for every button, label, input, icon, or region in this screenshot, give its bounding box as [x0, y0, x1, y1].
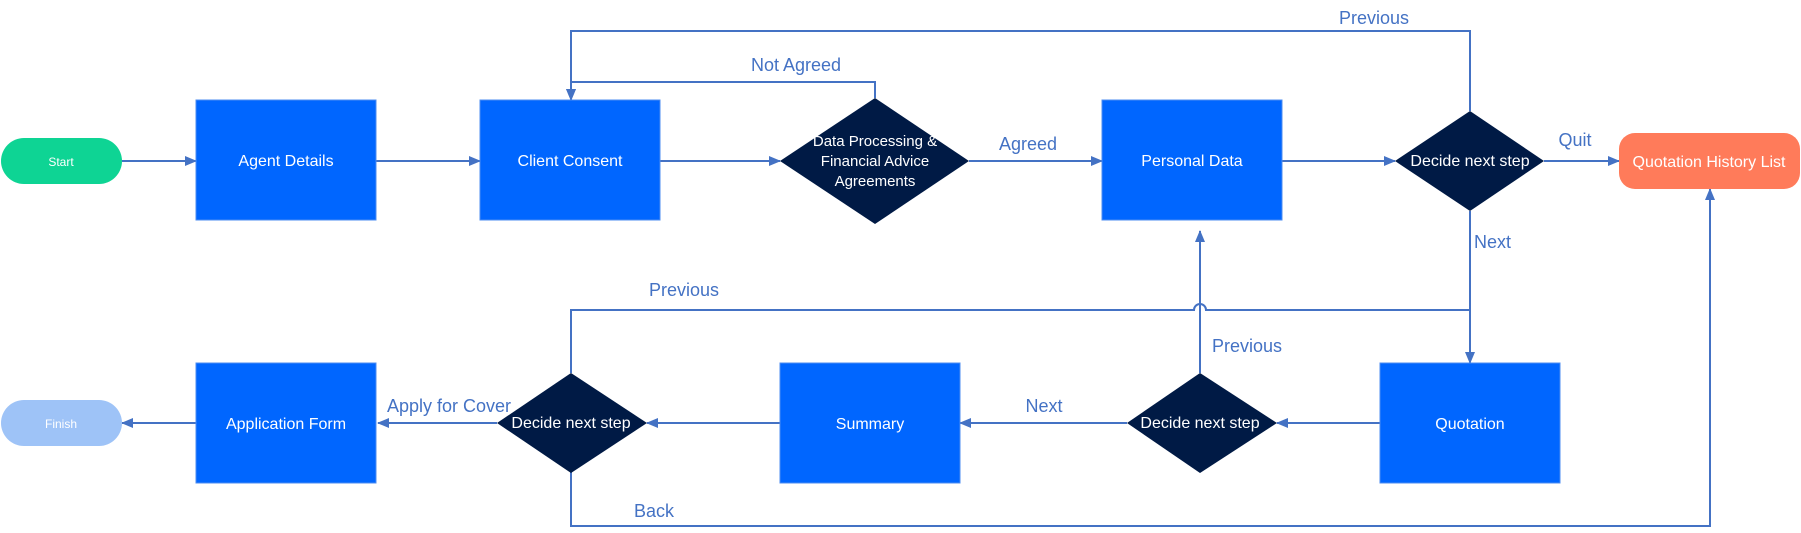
edge-label-back: Back: [634, 501, 675, 521]
decide-mid-node[interactable]: [1127, 373, 1277, 473]
quotation-history-node[interactable]: [1619, 133, 1800, 189]
decide-left-label: Decide next step: [511, 415, 630, 432]
edge-decide-back-history: [570, 188, 1715, 527]
decide-top-node[interactable]: [1395, 111, 1544, 211]
client-consent-node[interactable]: [479, 99, 661, 221]
edge-label-agreed: Agreed: [999, 134, 1057, 154]
finish-label: Finish: [45, 417, 77, 431]
decide-top-label: Decide next step: [1410, 153, 1529, 170]
edge-label-next-down: Next: [1474, 232, 1511, 252]
edge-label-previous-top: Previous: [1339, 8, 1409, 28]
personal-data-node[interactable]: [1101, 99, 1283, 221]
edge-agreements-not-agreed: [566, 81, 876, 101]
finish-node[interactable]: [1, 400, 122, 446]
client-consent-label: Client Consent: [518, 153, 624, 170]
start-label: Start: [48, 155, 74, 169]
application-form-node[interactable]: [195, 362, 377, 484]
summary-node[interactable]: [779, 362, 961, 484]
agreements-decision-node[interactable]: [780, 98, 969, 224]
decide-left-node[interactable]: [497, 373, 647, 473]
summary-label: Summary: [836, 416, 904, 433]
edge-decide-previous-loop: [570, 303, 1470, 373]
edge-label-not-agreed: Not Agreed: [751, 55, 841, 75]
start-node[interactable]: [1, 138, 122, 184]
personal-data-label: Personal Data: [1141, 153, 1242, 170]
edge-label-quit: Quit: [1558, 130, 1591, 150]
decide-mid-label: Decide next step: [1140, 415, 1259, 432]
agent-details-label: Agent Details: [238, 153, 333, 170]
agreements-label-line-2: Financial Advice: [821, 153, 929, 170]
application-form-label: Application Form: [226, 416, 346, 433]
edge-label-previous-mid: Previous: [1212, 336, 1282, 356]
edge-label-previous-left: Previous: [649, 280, 719, 300]
agreements-label-line-3: Agreements: [835, 173, 916, 190]
agent-details-node[interactable]: [195, 99, 377, 221]
edge-label-apply-for-cover: Apply for Cover: [387, 396, 511, 416]
edge-label-next-left: Next: [1025, 396, 1062, 416]
quotation-history-label: Quotation History List: [1633, 154, 1787, 171]
quotation-node[interactable]: [1379, 362, 1561, 484]
quotation-label: Quotation: [1435, 416, 1504, 433]
agreements-label-line-1: Data Processing &: [813, 133, 937, 150]
edge-decide-previous-consent: [566, 30, 1471, 111]
